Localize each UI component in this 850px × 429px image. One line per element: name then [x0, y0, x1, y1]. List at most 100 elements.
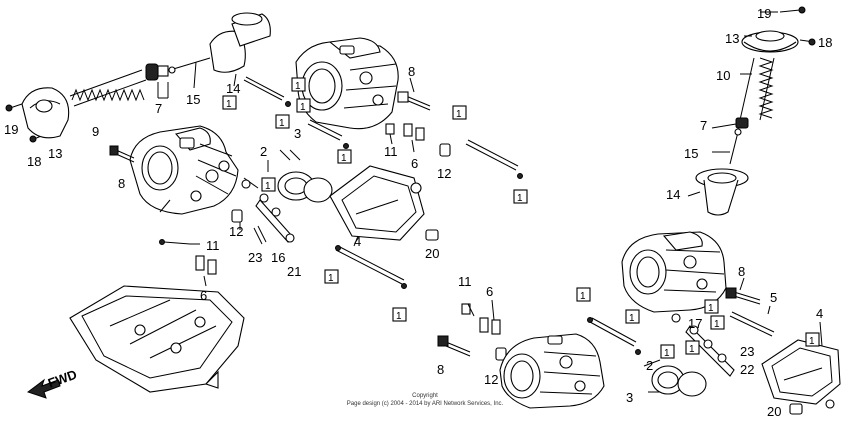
callout-22: 22 [740, 362, 754, 377]
ref-box-1l: 1 [625, 309, 640, 324]
part-insulator-3-right[interactable] [651, 365, 707, 397]
part-jet-23-left[interactable] [253, 225, 267, 245]
callout-3-left: 3 [294, 126, 301, 141]
part-jet-12-bottom[interactable] [495, 347, 507, 361]
ref-box-1a: 1 [222, 95, 237, 110]
leader-lines [157, 11, 823, 393]
part-pilot-screw-16-21[interactable] [241, 179, 295, 243]
part-screw-18-right[interactable] [799, 38, 816, 46]
part-screw-8-bottom[interactable] [437, 335, 471, 357]
svg-text:1: 1 [396, 311, 402, 322]
svg-text:1: 1 [629, 313, 635, 324]
part-screw-8-center[interactable] [397, 91, 431, 111]
part-screw-11-center[interactable] [385, 123, 395, 135]
part-shaft-bottom-center[interactable] [587, 317, 641, 355]
svg-text:1: 1 [295, 81, 301, 92]
part-shaft-5[interactable] [729, 311, 775, 337]
part-top-cover-13-right[interactable] [741, 30, 799, 53]
part-float-chamber-left[interactable] [69, 285, 245, 393]
part-screw-8-left[interactable] [109, 145, 135, 163]
part-screw-19-left[interactable] [5, 103, 23, 112]
part-carb-body-left[interactable] [129, 125, 239, 215]
callout-8-left: 8 [118, 176, 125, 191]
fwd-label: FWD [46, 367, 79, 391]
part-shaft-mid-lower[interactable] [335, 245, 407, 289]
part-jet-12-left[interactable] [231, 209, 243, 223]
svg-text:1: 1 [689, 344, 695, 355]
callout-14-left: 14 [226, 81, 240, 96]
callout-23-left: 23 [248, 250, 262, 265]
part-jet-12-center[interactable] [439, 143, 451, 157]
part-float-assembly-4-mid[interactable] [329, 165, 425, 241]
callout-21: 21 [287, 264, 301, 279]
copyright-line-2: Page design (c) 2004 - 2014 by ARI Netwo… [346, 401, 504, 407]
ref-box-1m: 1 [704, 299, 719, 314]
part-carb-body-bottom[interactable] [499, 333, 605, 409]
ref-box-1e: 1 [337, 149, 352, 164]
callout-11-left: 11 [206, 238, 220, 253]
part-clip-6-center[interactable] [403, 123, 425, 141]
part-pilot-screw-22-23-right[interactable] [671, 313, 735, 377]
part-screw-11-left[interactable] [159, 239, 191, 245]
svg-text:1: 1 [580, 291, 586, 302]
ref-box-1n: 1 [710, 315, 725, 330]
part-top-cover-13-left[interactable] [21, 87, 70, 139]
callout-8-right: 8 [738, 264, 745, 279]
callout-2-left: 2 [260, 144, 267, 159]
svg-text:1: 1 [517, 193, 523, 204]
ref-box-1d: 1 [275, 114, 290, 129]
callout-6-left: 6 [200, 288, 207, 303]
part-spring-9[interactable] [69, 69, 147, 107]
callout-16: 16 [271, 250, 285, 265]
callout-10: 10 [716, 68, 730, 83]
callout-14-right: 14 [666, 187, 680, 202]
part-needle-holder-7-left[interactable] [145, 63, 169, 81]
part-shaft-center-right[interactable] [465, 139, 523, 179]
callout-17: 17 [688, 316, 702, 331]
part-jet-needle-15-left[interactable] [168, 57, 211, 74]
ref-box-1p: 1 [685, 340, 700, 355]
part-rod-left-top[interactable] [243, 76, 291, 107]
part-rod-20-mid[interactable] [425, 229, 439, 241]
svg-text:1: 1 [300, 102, 306, 113]
svg-text:1: 1 [456, 109, 462, 120]
callout-11-center: 11 [384, 144, 398, 159]
ref-box-1f: 1 [261, 177, 276, 192]
ref-box-1j: 1 [392, 307, 407, 322]
callout-4-left: 4 [354, 234, 361, 249]
part-screw-19-right[interactable] [779, 6, 806, 14]
svg-text:1: 1 [265, 181, 271, 192]
copyright-line-1: Copyright [412, 393, 438, 399]
callout-23-right: 23 [740, 344, 754, 359]
callout-13-right: 13 [725, 31, 739, 46]
ref-box-1i: 1 [324, 269, 339, 284]
svg-text:1: 1 [809, 336, 815, 347]
callout-8-center: 8 [408, 64, 415, 79]
callout-12-bottom: 12 [484, 372, 498, 387]
part-screw-8-right[interactable] [725, 287, 761, 305]
part-jet-needle-15-right[interactable] [729, 128, 742, 165]
callout-20-left: 20 [425, 246, 439, 261]
part-shaft-mid-left[interactable] [307, 119, 349, 149]
callout-3-right: 3 [626, 390, 633, 405]
part-carb-body-right[interactable] [621, 231, 727, 313]
part-rod-20-right[interactable] [789, 403, 803, 415]
callout-12-left: 12 [229, 224, 243, 239]
callout-15-right: 15 [684, 146, 698, 161]
callout-4-right: 4 [816, 306, 823, 321]
callout-5: 5 [770, 290, 777, 305]
part-carb-body-center[interactable] [295, 37, 399, 130]
ref-box-1b: 1 [291, 77, 306, 92]
svg-text:1: 1 [279, 118, 285, 129]
part-float-assembly-4-right[interactable] [761, 339, 841, 409]
part-insulator-3-left[interactable] [277, 171, 333, 203]
part-spring-10[interactable] [739, 57, 775, 121]
callout-9: 9 [92, 124, 99, 139]
part-needle-holder-7-right[interactable] [735, 117, 749, 129]
callout-6-center: 6 [411, 156, 418, 171]
fwd-arrow [26, 378, 61, 399]
part-clip-6-bottom[interactable] [479, 317, 501, 335]
part-vacuum-piston-14-right[interactable] [695, 168, 749, 216]
part-clip-6-left[interactable] [195, 255, 217, 275]
part-vacuum-piston-14-left[interactable] [209, 12, 271, 73]
